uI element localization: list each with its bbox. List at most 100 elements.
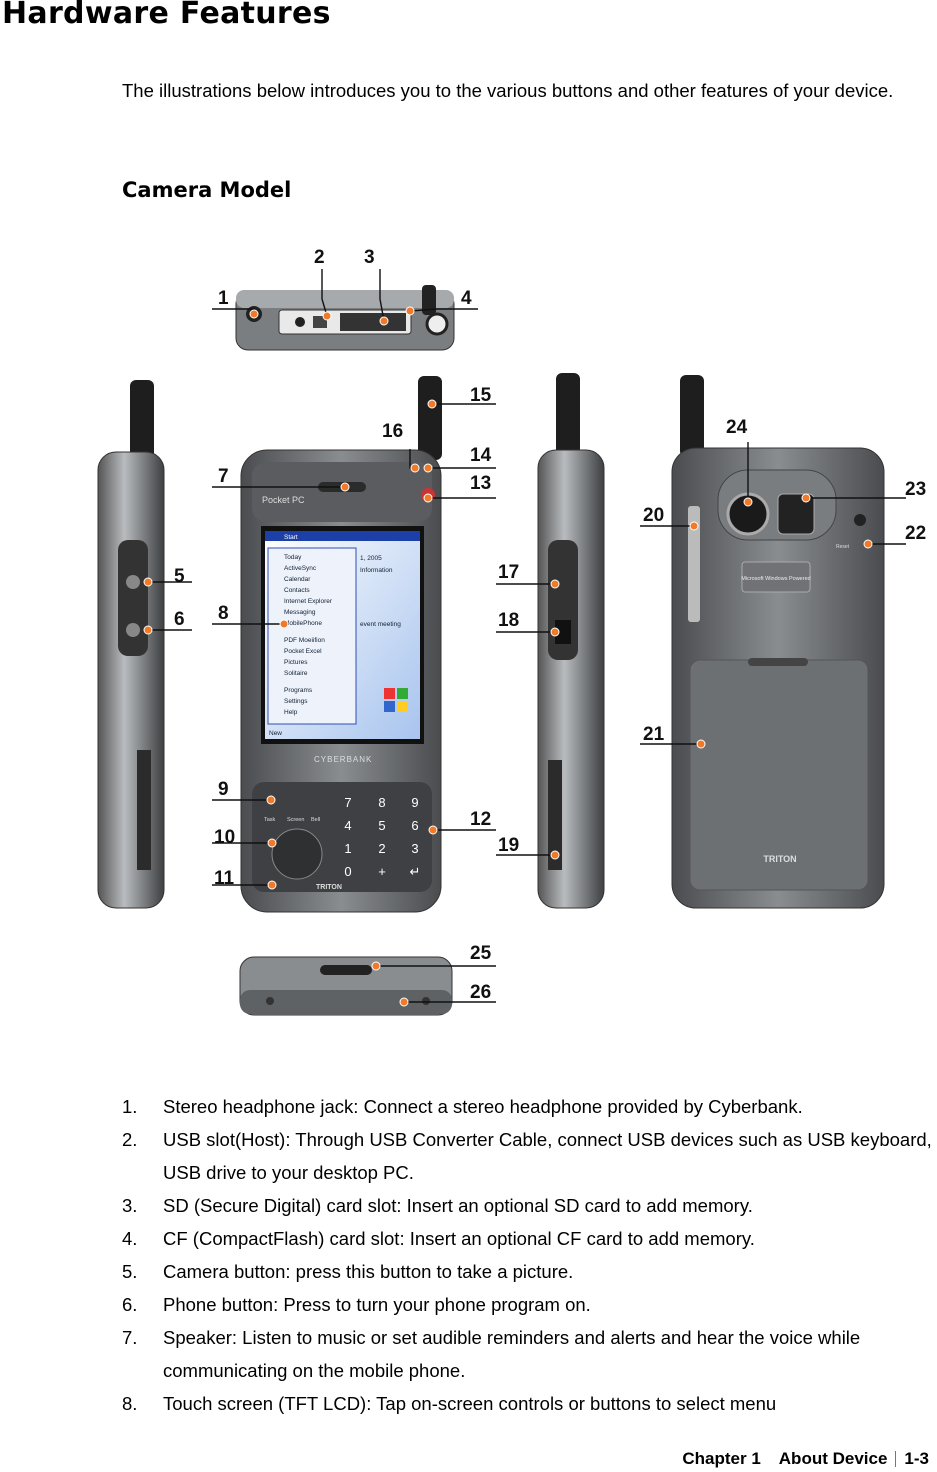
list-item: 4. CF (CompactFlash) card slot: Insert an… xyxy=(122,1222,932,1255)
front-bottom-label: TRITON xyxy=(316,884,342,891)
callout-22: 22 xyxy=(905,523,926,544)
callout-8: 8 xyxy=(218,603,229,624)
list-item: 3. SD (Secure Digital) card slot: Insert … xyxy=(122,1189,932,1222)
taskbar-label: New xyxy=(269,730,282,737)
item-text: CF (CompactFlash) card slot: Insert an o… xyxy=(163,1228,755,1249)
callout-1: 1 xyxy=(218,288,229,309)
item-number: 1. xyxy=(122,1096,138,1117)
list-item: 1. Stereo headphone jack: Connect a stere… xyxy=(122,1090,932,1123)
leader-lines xyxy=(148,269,906,1003)
key-9: 9 xyxy=(411,795,418,810)
front-header-label: Pocket PC xyxy=(262,495,305,505)
item-number: 4. xyxy=(122,1228,138,1249)
callout-9: 9 xyxy=(218,779,229,800)
screen-item: Messaging xyxy=(284,609,316,616)
list-item: 7. Speaker: Listen to music or set audibl… xyxy=(122,1321,932,1387)
softkey-label: Screen xyxy=(287,817,304,823)
front-brand-label: CYBERBANK xyxy=(314,755,372,764)
key-8: 8 xyxy=(378,795,385,810)
item-number: 8. xyxy=(122,1393,138,1414)
reset-label: Reset xyxy=(836,544,850,550)
section-heading: Camera Model xyxy=(122,178,292,202)
key-1: 1 xyxy=(344,841,351,856)
item-text: Stereo headphone jack: Connect a stereo … xyxy=(163,1096,803,1117)
key-plus: + xyxy=(378,864,386,879)
screen-side-text: 1, 2005 xyxy=(360,555,382,562)
list-item: 6. Phone button: Press to turn your phone… xyxy=(122,1288,932,1321)
item-text: Phone button: Press to turn your phone p… xyxy=(163,1294,591,1315)
key-enter: ↵ xyxy=(410,864,421,879)
callout-26: 26 xyxy=(470,982,491,1003)
callout-23: 23 xyxy=(905,479,926,500)
callout-5: 5 xyxy=(174,566,185,587)
screen-item: Help xyxy=(284,709,298,716)
item-number: 2. xyxy=(122,1129,138,1150)
top-view xyxy=(235,285,455,351)
page-footer: Chapter 1 About Device 1-3 xyxy=(682,1449,929,1469)
callout-7: 7 xyxy=(218,466,229,487)
callout-dots xyxy=(143,306,873,1007)
screen-item: Internet Explorer xyxy=(284,598,333,605)
screen-side-text: Information xyxy=(360,567,393,574)
key-4: 4 xyxy=(344,818,351,833)
back-view: Microsoft Windows Powered Reset TRITON xyxy=(671,375,885,909)
item-text: USB slot(Host): Through USB Converter Ca… xyxy=(163,1129,932,1183)
item-text: SD (Secure Digital) card slot: Insert an… xyxy=(163,1195,753,1216)
footer-divider xyxy=(895,1451,897,1467)
windows-powered-badge: Microsoft Windows Powered xyxy=(741,576,810,582)
left-side-view xyxy=(97,380,165,909)
right-side-view xyxy=(537,373,605,909)
item-number: 3. xyxy=(122,1195,138,1216)
key-7: 7 xyxy=(344,795,351,810)
list-item: 2. USB slot(Host): Through USB Converter … xyxy=(122,1123,932,1189)
callout-24: 24 xyxy=(726,417,748,438)
windows-logo xyxy=(384,688,408,712)
key-6: 6 xyxy=(411,818,418,833)
device-illustration: Pocket PC Start Today ActiveSync Calenda… xyxy=(0,230,937,1050)
key-3: 3 xyxy=(411,841,418,856)
callout-13: 13 xyxy=(470,473,491,494)
screen-item: ActiveSync xyxy=(284,565,317,572)
screen-item: Start xyxy=(284,534,298,541)
key-5: 5 xyxy=(378,818,385,833)
feature-list: 1. Stereo headphone jack: Connect a stere… xyxy=(122,1090,932,1420)
callout-15: 15 xyxy=(470,385,492,406)
screen-item: Settings xyxy=(284,698,308,705)
key-0: 0 xyxy=(344,864,351,879)
callout-25: 25 xyxy=(470,943,492,964)
page-title: Hardware Features xyxy=(2,0,331,31)
item-number: 5. xyxy=(122,1261,138,1282)
back-bottom-label: TRITON xyxy=(763,854,796,864)
screen-item: Today xyxy=(284,554,302,561)
callout-20: 20 xyxy=(643,505,664,526)
screen-item: Pocket Excel xyxy=(284,648,322,655)
footer-section: About Device xyxy=(778,1449,888,1468)
intro-paragraph: The illustrations below introduces you t… xyxy=(122,80,894,101)
callout-19: 19 xyxy=(498,835,519,856)
screen-item: PDF Moeiifion xyxy=(284,637,325,644)
screen-item: Pictures xyxy=(284,659,308,666)
item-number: 7. xyxy=(122,1327,138,1348)
front-view: Pocket PC Start Today ActiveSync Calenda… xyxy=(240,376,442,913)
callout-16: 16 xyxy=(382,421,403,442)
callout-6: 6 xyxy=(174,609,185,630)
callout-21: 21 xyxy=(643,724,665,745)
callout-4: 4 xyxy=(461,288,472,309)
item-text: Camera button: press this button to take… xyxy=(163,1261,574,1282)
callout-3: 3 xyxy=(364,247,375,268)
screen-item: Contacts xyxy=(284,587,310,594)
callout-10: 10 xyxy=(214,827,235,848)
footer-chapter: Chapter 1 xyxy=(682,1449,761,1468)
item-number: 6. xyxy=(122,1294,138,1315)
footer-page-number: 1-3 xyxy=(904,1449,929,1468)
callout-14: 14 xyxy=(470,445,492,466)
list-item: 5. Camera button: press this button to ta… xyxy=(122,1255,932,1288)
list-item: 8.Touch screen (TFT LCD): Tap on-screen … xyxy=(122,1387,932,1420)
softkey-label: Task xyxy=(264,817,276,823)
callout-17: 17 xyxy=(498,562,519,583)
callout-2: 2 xyxy=(314,247,325,268)
softkey-label: Bell xyxy=(311,817,320,823)
bottom-view xyxy=(239,956,453,1016)
item-text: Speaker: Listen to music or set audible … xyxy=(163,1327,861,1381)
callout-12: 12 xyxy=(470,809,491,830)
